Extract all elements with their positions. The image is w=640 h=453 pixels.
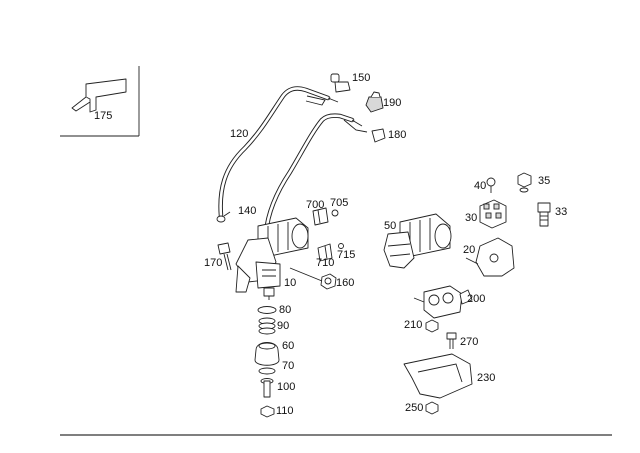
connector-part-190 [365, 91, 384, 113]
callout-33: 33 [555, 206, 568, 218]
bolt-part-100 [260, 378, 274, 398]
filter-part-710 [317, 243, 333, 262]
callout-40: 40 [474, 180, 487, 192]
callout-200: 200 [467, 293, 486, 305]
callout-710: 710 [316, 257, 335, 269]
nut-part-110 [260, 405, 275, 418]
bracket-part-20 [465, 237, 515, 277]
callout-90: 90 [277, 320, 290, 332]
callout-30: 30 [465, 212, 478, 224]
screw-part-40 [486, 177, 496, 193]
callout-60: 60 [282, 340, 295, 352]
mount-part-60 [254, 342, 280, 366]
callout-50: 50 [384, 220, 397, 232]
callout-190: 190 [383, 97, 402, 109]
callout-35: 35 [538, 175, 551, 187]
callout-250: 250 [405, 402, 424, 414]
spring-part-90 [258, 317, 276, 335]
bolt-part-270 [446, 332, 457, 349]
callout-120: 120 [230, 128, 249, 140]
fitting-part-33 [537, 202, 551, 227]
nut-part-210 [425, 319, 439, 333]
bracket-part-175 [71, 78, 127, 113]
fitting-part-180 [343, 119, 386, 143]
cover-part-230 [403, 353, 473, 399]
compressor-part-50 [383, 213, 452, 269]
filter-part-700 [312, 207, 329, 226]
nut-part-250 [425, 401, 439, 415]
callout-170: 170 [204, 257, 223, 269]
nut-part-35 [517, 172, 532, 193]
callout-705: 705 [330, 197, 349, 209]
callout-160: 160 [336, 277, 355, 289]
callout-210: 210 [404, 319, 423, 331]
nut-part-160 [289, 267, 337, 290]
callout-100: 100 [277, 381, 296, 393]
washer-part-70 [258, 367, 276, 375]
washer-part-80 [257, 306, 277, 314]
callout-180: 180 [388, 129, 407, 141]
callout-10: 10 [284, 277, 297, 289]
inset-frame [60, 66, 140, 137]
bolt-part-170 [217, 242, 232, 271]
callout-700: 700 [306, 199, 325, 211]
callout-140: 140 [238, 205, 257, 217]
callout-20: 20 [463, 244, 476, 256]
callout-230: 230 [477, 372, 496, 384]
valve-block-part-30 [479, 199, 507, 229]
callout-270: 270 [460, 336, 479, 348]
air-hose-120 [218, 86, 363, 236]
screw-part-705 [331, 209, 339, 217]
callout-110: 110 [276, 405, 294, 417]
compressor-assembly-10 [235, 217, 309, 300]
valve-part-200 [413, 285, 473, 319]
callout-80: 80 [279, 304, 292, 316]
clamp-part-150 [305, 73, 351, 106]
callout-175: 175 [94, 110, 113, 122]
callout-715: 715 [337, 249, 356, 261]
clip-part-140 [216, 211, 231, 223]
callout-70: 70 [282, 360, 295, 372]
screw-part-715 [338, 243, 344, 249]
callout-150: 150 [352, 72, 371, 84]
